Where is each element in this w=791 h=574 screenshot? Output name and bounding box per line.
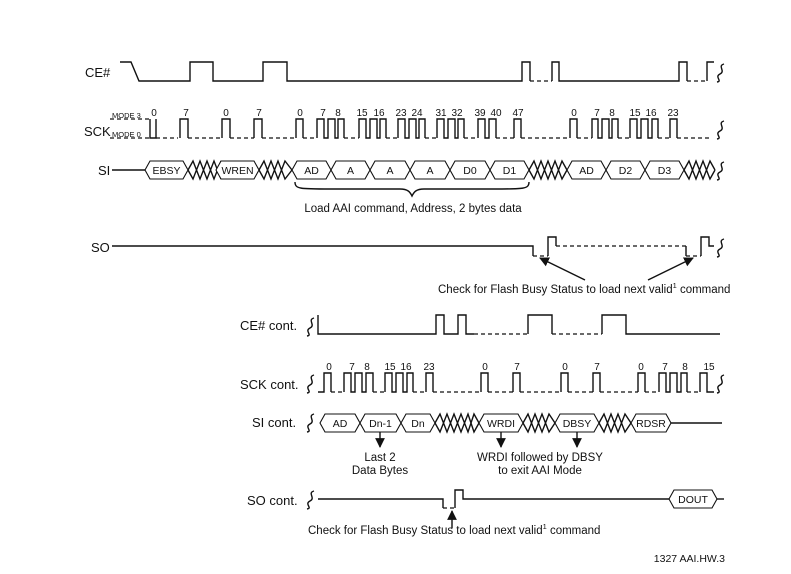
ce-label: CE# [85, 65, 111, 80]
sck-tick: 7 [183, 108, 189, 119]
sck-cont-tick: 0 [482, 362, 488, 373]
si-cont-box: RDSR [636, 418, 666, 430]
wrdi-line1: WRDI followed by DBSY [477, 452, 603, 464]
so-arrow-right [647, 257, 694, 281]
load-aai-brace [294, 181, 530, 198]
load-aai-annotation: Load AAI command, Address, 2 bytes data [304, 203, 522, 215]
mode3-label: MODE 3 [112, 111, 141, 120]
sck-tick: 15 [356, 108, 368, 119]
si-cont-waveform [306, 411, 722, 435]
ce-waveform [120, 61, 725, 83]
sck-tick: 7 [256, 108, 262, 119]
sck-tick: 0 [571, 108, 577, 119]
sck-cont-tick: 7 [514, 362, 520, 373]
sck-tick: 40 [490, 108, 502, 119]
si-box-labels: EBSY WREN AD A A A D0 D1 AD D2 D3 [152, 165, 671, 177]
si-box: A [426, 165, 433, 177]
last2-line1: Last 2 [364, 452, 395, 464]
check-busy-cont-annotation: Check for Flash Busy Status to load next… [308, 522, 600, 537]
check-busy-annotation: Check for Flash Busy Status to load next… [438, 281, 730, 296]
sck-cont-tick: 0 [562, 362, 568, 373]
wrdi-line2: to exit AAI Mode [498, 465, 582, 477]
si-cont-label: SI cont. [252, 415, 296, 430]
ce-cont-label: CE# cont. [240, 318, 297, 333]
so-waveform [112, 236, 725, 258]
sck-tick: 0 [223, 108, 229, 119]
sck-tick: 15 [629, 108, 641, 119]
sck-cont-tick: 16 [400, 362, 412, 373]
si-cont-box: DBSY [563, 418, 592, 430]
sck-tick: 8 [609, 108, 615, 119]
sck-tick: 7 [320, 108, 326, 119]
si-box: A [386, 165, 393, 177]
si-cont-box: Dn [411, 418, 425, 430]
sck-waveform [110, 118, 725, 140]
sck-tick: 32 [451, 108, 463, 119]
si-box: EBSY [152, 165, 180, 177]
sck-tick: 16 [645, 108, 657, 119]
sck-tick: 24 [411, 108, 423, 119]
sck-cont-tick: 0 [326, 362, 332, 373]
si-box: D0 [463, 165, 477, 177]
sck-cont-tick: 8 [364, 362, 370, 373]
sck-tick: 23 [667, 108, 679, 119]
sck-tick: 39 [474, 108, 486, 119]
dout-label: DOUT [678, 494, 708, 506]
sck-cont-tick: 7 [594, 362, 600, 373]
si-box: D3 [658, 165, 672, 177]
si-cont-box: WRDI [487, 418, 515, 430]
si-box: WREN [221, 165, 253, 177]
last2-line2: Data Bytes [352, 465, 408, 477]
sck-cont-tick: 7 [662, 362, 668, 373]
sck-cont-tick-labels: 0 7 8 15 16 23 0 7 0 7 0 7 8 15 [326, 362, 715, 373]
so-cont-waveform [306, 489, 724, 510]
si-box: AD [304, 165, 319, 177]
sck-cont-waveform [306, 372, 725, 394]
sck-cont-tick: 8 [682, 362, 688, 373]
si-cont-box-labels: AD Dn-1 Dn WRDI DBSY RDSR [333, 418, 667, 430]
sck-cont-tick: 7 [349, 362, 355, 373]
sck-cont-tick: 23 [423, 362, 435, 373]
sck-cont-tick: 15 [703, 362, 715, 373]
so-cont-label: SO cont. [247, 493, 298, 508]
sck-tick: 47 [512, 108, 524, 119]
si-box: D1 [503, 165, 517, 177]
sck-tick: 23 [395, 108, 407, 119]
sck-tick: 0 [151, 108, 157, 119]
si-box: D2 [619, 165, 633, 177]
sck-tick-labels: 0 7 0 7 0 7 8 15 16 23 24 31 32 39 40 47… [151, 108, 679, 119]
sck-cont-label: SCK cont. [240, 377, 299, 392]
ce-cont-waveform [306, 314, 720, 337]
mode0-label: MODE 0 [112, 130, 141, 139]
sck-cont-tick: 0 [638, 362, 644, 373]
sck-tick: 8 [335, 108, 341, 119]
sck-cont-tick: 15 [384, 362, 396, 373]
so-arrow-left [539, 257, 586, 281]
si-box: AD [579, 165, 594, 177]
si-label: SI [98, 163, 110, 178]
sck-tick: 7 [594, 108, 600, 119]
si-box: A [347, 165, 354, 177]
sck-tick: 16 [373, 108, 385, 119]
si-cont-box: AD [333, 418, 348, 430]
sck-tick: 31 [435, 108, 447, 119]
sck-tick: 0 [297, 108, 303, 119]
si-cont-box: Dn-1 [369, 418, 392, 430]
si-waveform [112, 159, 725, 181]
sck-label: SCK [84, 124, 111, 139]
figure-id: 1327 AAI.HW.3 [654, 553, 725, 565]
so-label: SO [91, 240, 110, 255]
